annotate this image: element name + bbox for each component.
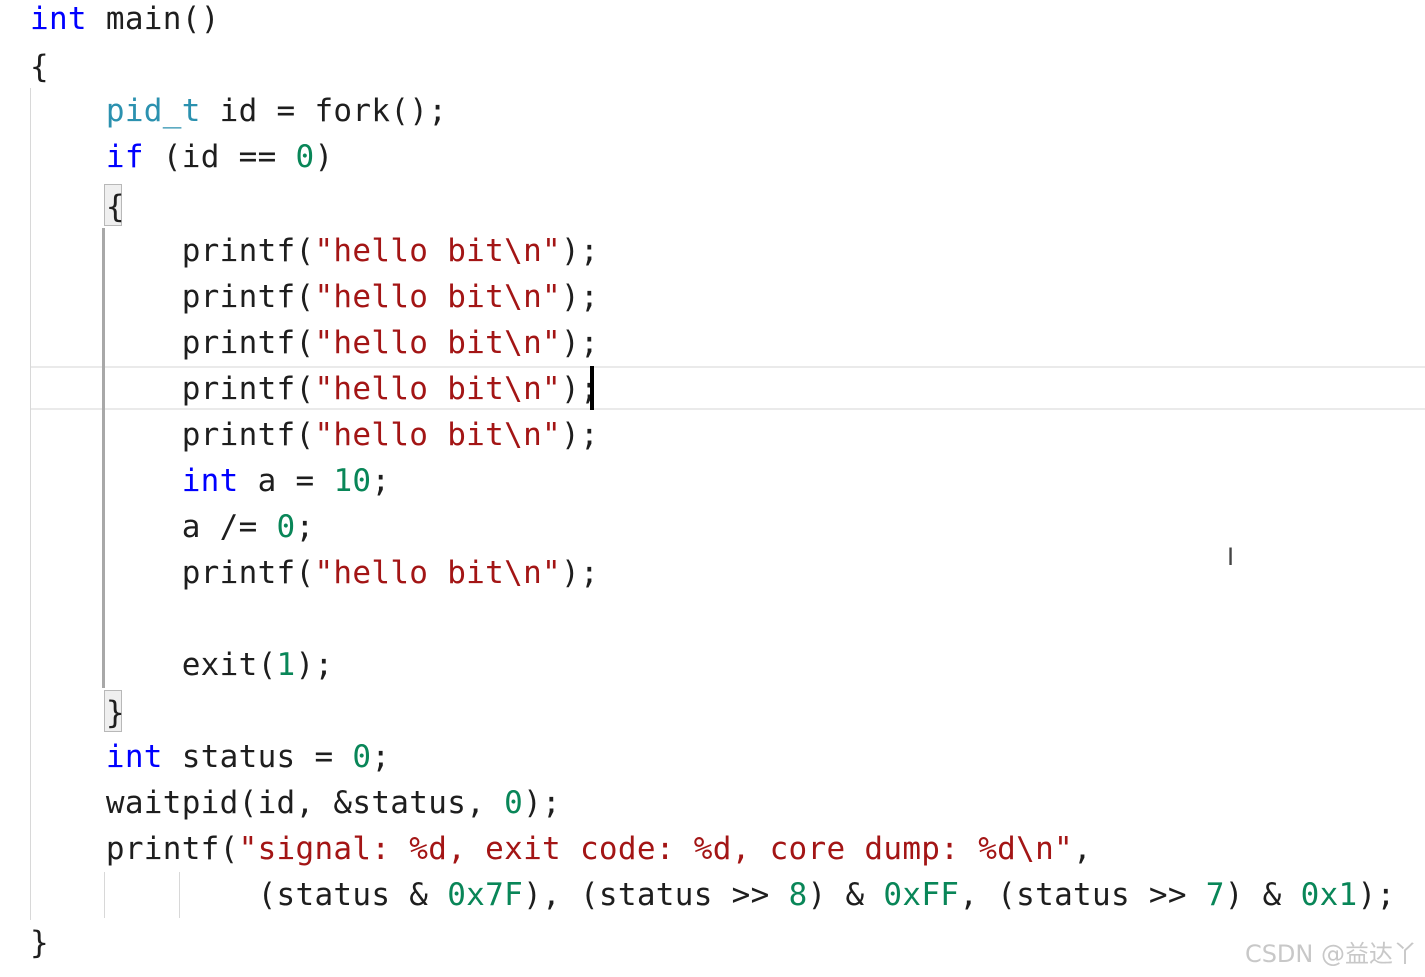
code-line[interactable]: } [30,695,125,731]
watermark: CSDN @益达丫 [1244,940,1417,968]
code-line[interactable]: { [30,189,125,225]
code-line[interactable]: printf("hello bit\n"); [30,279,599,315]
brace-match-highlight [104,184,122,226]
code-line[interactable]: int a = 10; [181,463,391,499]
block-scope-guide [102,228,105,688]
code-line[interactable]: { [30,49,49,85]
code-line[interactable]: pid_t id = fork(); [105,93,448,129]
code-line[interactable]: } [30,925,49,961]
code-line[interactable]: int main() [30,1,220,37]
code-line[interactable]: if (id == 0) [105,139,334,175]
code-line[interactable]: int status = 0; [105,739,391,775]
code-line[interactable]: a /= 0; [30,509,315,545]
code-line[interactable]: printf("signal: %d, exit code: %d, core … [30,831,1092,867]
indent-guide [179,872,180,918]
code-line[interactable]: printf("hello bit\n"); [30,371,599,407]
code-line[interactable]: printf("hello bit\n"); [30,325,599,361]
indent-guide [30,88,31,920]
code-line[interactable]: printf("hello bit\n"); [30,555,599,591]
code-line[interactable]: waitpid(id, &status, 0); [30,785,561,821]
code-line[interactable]: (status & 0x7F), (status >> 8) & 0xFF, (… [30,877,1396,913]
text-caret [590,366,594,410]
indent-guide [104,872,105,918]
brace-match-highlight [104,690,122,732]
current-line-highlight [30,366,1425,410]
text-ibeam-icon: I [1227,543,1235,571]
code-line[interactable]: exit(1); [30,647,334,683]
code-line[interactable]: printf("hello bit\n"); [30,233,599,269]
code-line[interactable]: printf("hello bit\n"); [30,417,599,453]
